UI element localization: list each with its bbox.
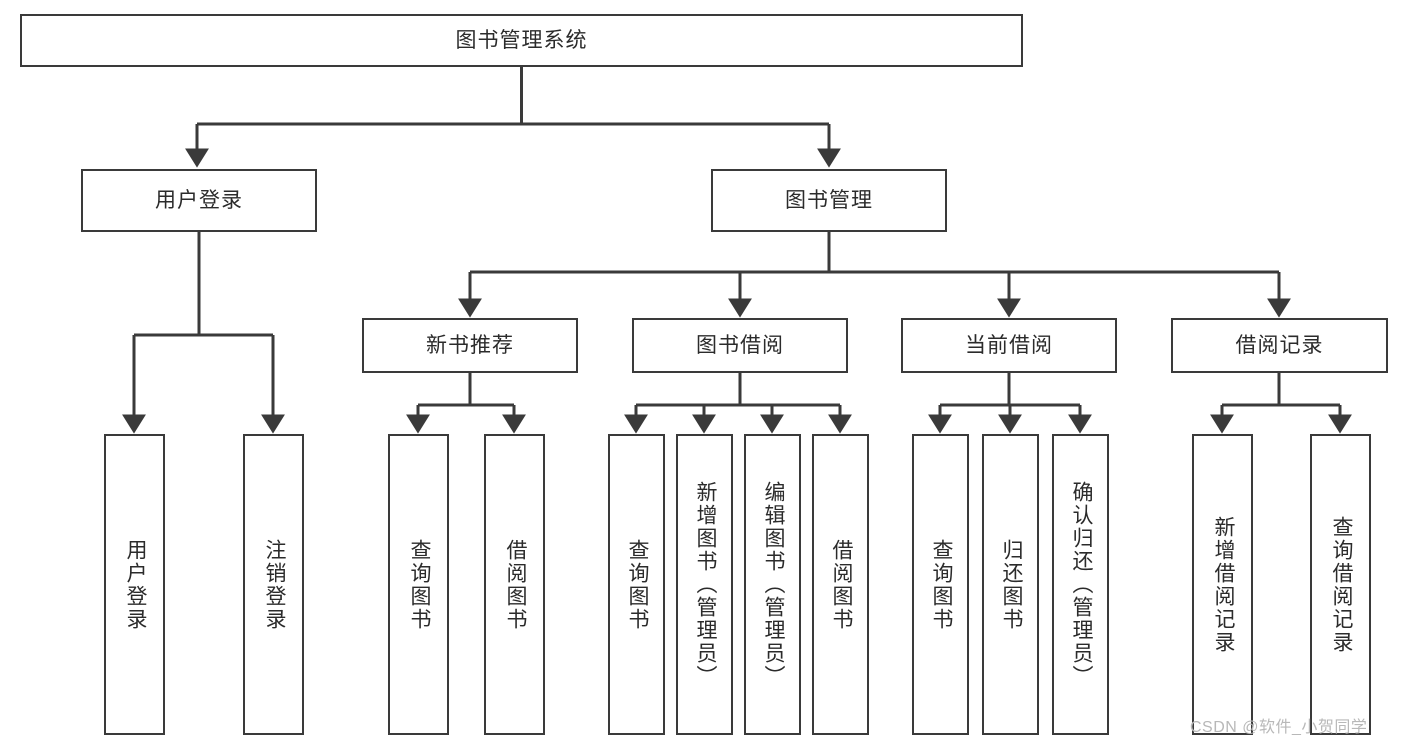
node-book-manage[interactable]: 图书管理 bbox=[711, 169, 947, 232]
node-leaf-rec-add-record-label: 新增借阅记录 bbox=[1211, 515, 1235, 654]
node-leaf-cur-return-book[interactable]: 归还图书 bbox=[982, 434, 1039, 735]
node-leaf-borrow-add-book-label: 新增图书（管理员） bbox=[693, 481, 717, 688]
node-leaf-user-login[interactable]: 用户登录 bbox=[104, 434, 165, 735]
node-leaf-borrow-query-book[interactable]: 查询图书 bbox=[608, 434, 665, 735]
node-leaf-user-logout[interactable]: 注销登录 bbox=[243, 434, 304, 735]
node-book-borrow[interactable]: 图书借阅 bbox=[632, 318, 848, 373]
node-leaf-user-login-label: 用户登录 bbox=[123, 538, 147, 631]
node-leaf-borrow-borrow-book-label: 借阅图书 bbox=[829, 538, 853, 631]
node-leaf-rec-borrow-book-label: 借阅图书 bbox=[503, 538, 527, 631]
node-user-login[interactable]: 用户登录 bbox=[81, 169, 317, 232]
node-book-borrow-label: 图书借阅 bbox=[696, 333, 784, 357]
watermark-text: CSDN @软件_小贺同学 bbox=[1190, 719, 1368, 736]
node-leaf-cur-confirm-return[interactable]: 确认归还（管理员） bbox=[1052, 434, 1109, 735]
node-new-book-rec[interactable]: 新书推荐 bbox=[362, 318, 578, 373]
node-book-manage-label: 图书管理 bbox=[785, 188, 873, 212]
node-leaf-borrow-edit-book-label: 编辑图书（管理员） bbox=[761, 481, 785, 688]
node-leaf-rec-query-record-label: 查询借阅记录 bbox=[1329, 515, 1353, 654]
node-leaf-user-logout-label: 注销登录 bbox=[262, 538, 286, 631]
node-leaf-rec-query-record[interactable]: 查询借阅记录 bbox=[1310, 434, 1371, 735]
node-leaf-rec-query-book[interactable]: 查询图书 bbox=[388, 434, 449, 735]
node-leaf-borrow-borrow-book[interactable]: 借阅图书 bbox=[812, 434, 869, 735]
node-root-label: 图书管理系统 bbox=[455, 28, 588, 52]
node-leaf-rec-add-record[interactable]: 新增借阅记录 bbox=[1192, 434, 1253, 735]
node-current-borrow[interactable]: 当前借阅 bbox=[901, 318, 1117, 373]
node-leaf-borrow-edit-book[interactable]: 编辑图书（管理员） bbox=[744, 434, 801, 735]
node-leaf-cur-query-book-label: 查询图书 bbox=[929, 538, 953, 631]
node-current-borrow-label: 当前借阅 bbox=[965, 333, 1053, 357]
node-borrow-record-label: 借阅记录 bbox=[1235, 333, 1324, 357]
node-leaf-borrow-query-book-label: 查询图书 bbox=[625, 538, 649, 631]
node-user-login-label: 用户登录 bbox=[155, 188, 243, 212]
node-new-book-rec-label: 新书推荐 bbox=[426, 333, 514, 357]
node-root[interactable]: 图书管理系统 bbox=[20, 14, 1023, 67]
node-leaf-cur-confirm-return-label: 确认归还（管理员） bbox=[1069, 481, 1093, 688]
node-borrow-record[interactable]: 借阅记录 bbox=[1171, 318, 1388, 373]
node-leaf-cur-return-book-label: 归还图书 bbox=[999, 538, 1023, 631]
node-leaf-cur-query-book[interactable]: 查询图书 bbox=[912, 434, 969, 735]
node-leaf-borrow-add-book[interactable]: 新增图书（管理员） bbox=[676, 434, 733, 735]
node-leaf-rec-query-book-label: 查询图书 bbox=[407, 538, 431, 631]
node-leaf-rec-borrow-book[interactable]: 借阅图书 bbox=[484, 434, 545, 735]
